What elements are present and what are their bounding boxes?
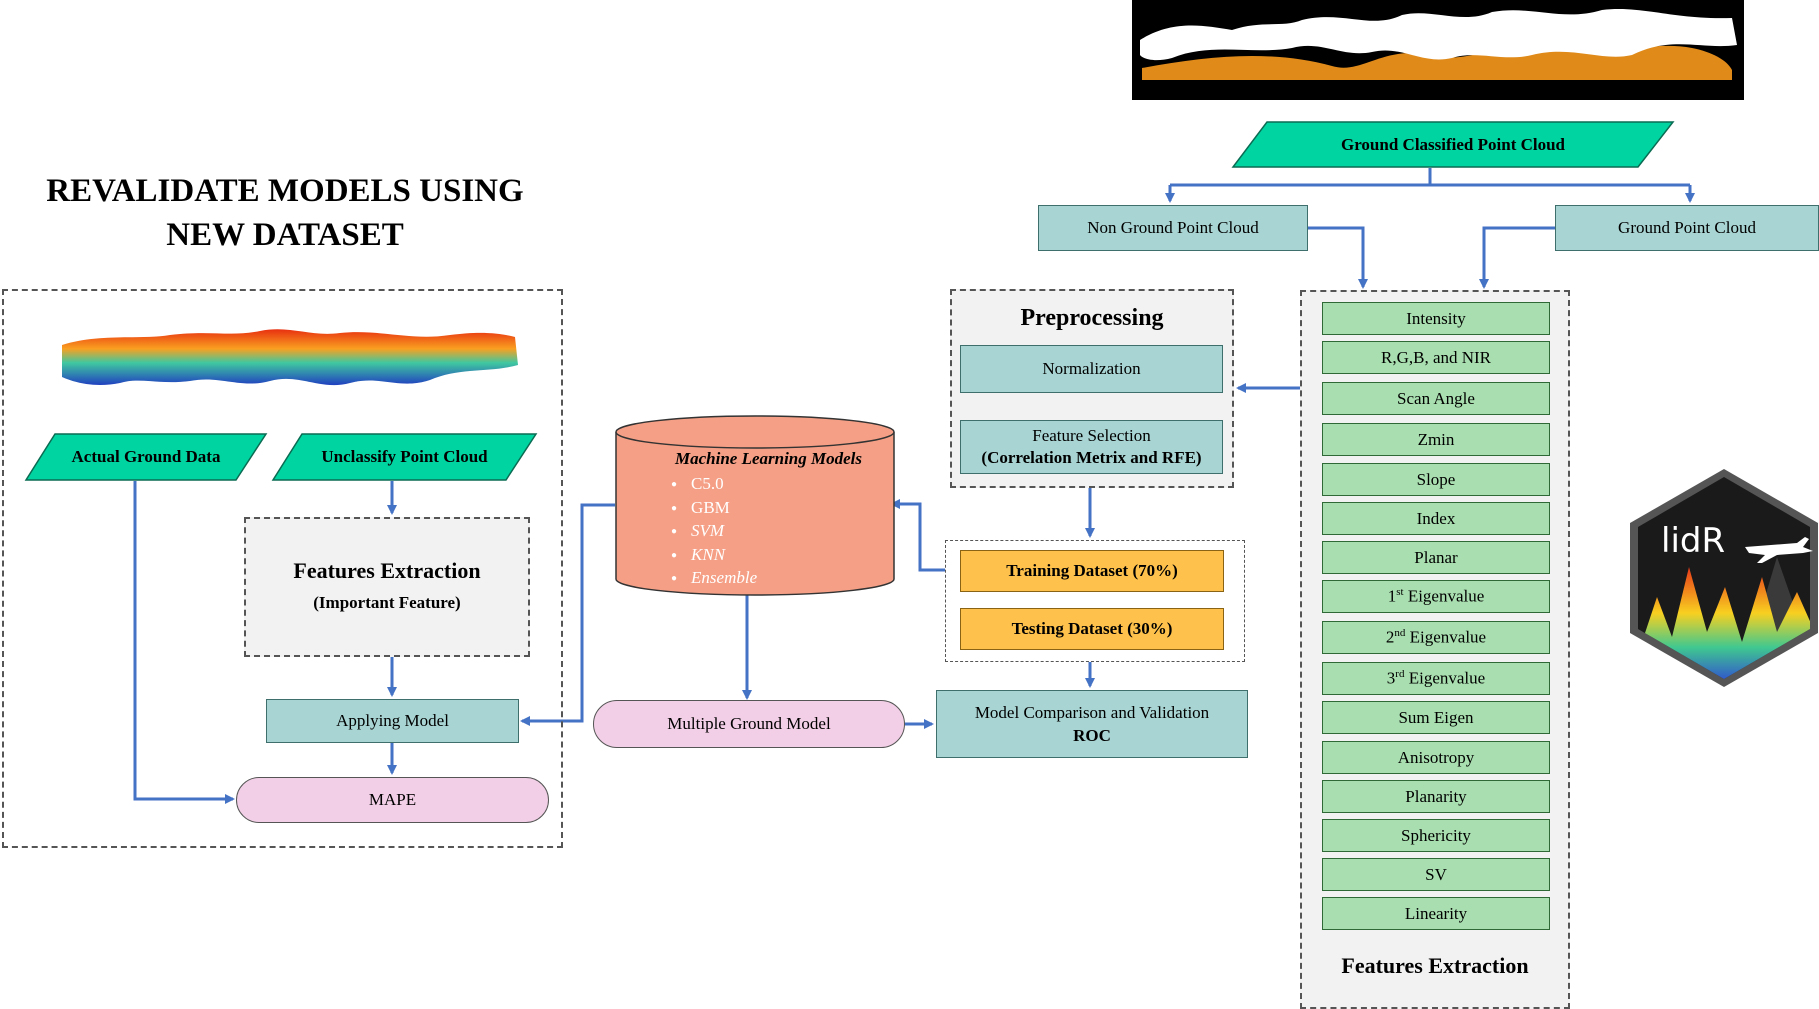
machine-learning-cylinder: Machine Learning Models C5.0GBMSVMKNNEns… — [615, 415, 895, 596]
mape-box: MAPE — [236, 777, 549, 823]
training-dataset-label: Training Dataset (70%) — [1006, 561, 1178, 580]
feature-item: R,G,B, and NIR — [1322, 341, 1550, 374]
ml-title: Machine Learning Models — [675, 449, 863, 468]
unclassify-point-cloud-parallelogram: Unclassify Point Cloud — [271, 433, 538, 481]
feature-selection-methods: (Correlation Metrix and RFE) — [981, 448, 1202, 467]
feature-item-label: Zmin — [1417, 429, 1455, 449]
mape-label: MAPE — [368, 790, 417, 809]
feature-item-label: Planarity — [1405, 786, 1467, 806]
feature-item: Index — [1322, 502, 1550, 535]
important-features-panel: Features Extraction (Important Feature) — [244, 517, 530, 657]
feature-selection-label: Feature Selection — [1032, 426, 1151, 445]
feature-item: Zmin — [1322, 423, 1550, 456]
feature-item-label: Sum Eigen — [1398, 707, 1474, 727]
feature-item: Anisotropy — [1322, 741, 1550, 774]
important-features-sub: (Important Feature) — [313, 593, 461, 612]
ml-model-item: Ensemble — [671, 567, 871, 591]
feature-item: 1st Eigenvalue — [1322, 580, 1550, 613]
ground-classified-point-cloud-image — [1132, 0, 1744, 100]
feature-item: Scan Angle — [1322, 382, 1550, 415]
revalidation-panel — [2, 289, 563, 848]
feature-item-label: 3rd Eigenvalue — [1386, 668, 1486, 688]
non-ground-label: Non Ground Point Cloud — [1087, 218, 1259, 237]
applying-model-box: Applying Model — [266, 699, 519, 743]
feature-item-label: Slope — [1416, 469, 1456, 489]
feature-item-label: 1st Eigenvalue — [1387, 586, 1485, 606]
feature-item: Planarity — [1322, 780, 1550, 813]
non-ground-point-cloud: Non Ground Point Cloud — [1038, 205, 1308, 251]
ml-model-item: GBM — [671, 497, 871, 521]
normalization-box: Normalization — [960, 345, 1223, 393]
feature-selection-box: Feature Selection (Correlation Metrix an… — [960, 420, 1223, 474]
testing-dataset-box: Testing Dataset (30%) — [960, 608, 1224, 650]
feature-item-label: 2nd Eigenvalue — [1385, 627, 1487, 647]
revalidate-title-line1: REVALIDATE MODELS USING — [46, 173, 524, 209]
feature-item: Linearity — [1322, 897, 1550, 930]
feature-item: 2nd Eigenvalue — [1322, 621, 1550, 654]
feature-item: Planar — [1322, 541, 1550, 574]
preprocessing-title: Preprocessing — [1020, 304, 1164, 331]
normalization-label: Normalization — [1042, 359, 1141, 378]
ml-model-list: C5.0GBMSVMKNNEnsemble — [671, 473, 871, 591]
feature-item: Intensity — [1322, 302, 1550, 335]
model-comparison-box: Model Comparison and Validation ROC — [936, 690, 1248, 758]
testing-dataset-label: Testing Dataset (30%) — [1011, 619, 1173, 638]
multiple-ground-model-label: Multiple Ground Model — [667, 714, 831, 733]
unclassify-point-cloud-label: Unclassify Point Cloud — [321, 447, 488, 466]
features-panel-title: Features Extraction — [1341, 953, 1529, 978]
ground-classified-parallelogram: Ground Classified Point Cloud — [1231, 121, 1675, 168]
ml-model-item: C5.0 — [671, 473, 871, 497]
training-dataset-box: Training Dataset (70%) — [960, 550, 1224, 592]
model-comparison-label: Model Comparison and Validation — [974, 703, 1210, 722]
feature-item-label: SV — [1425, 864, 1447, 884]
actual-ground-data-label: Actual Ground Data — [71, 447, 221, 466]
feature-item-label: Anisotropy — [1397, 747, 1475, 767]
roc-label: ROC — [1073, 726, 1111, 745]
important-features-title: Features Extraction — [293, 558, 481, 583]
multiple-ground-model: Multiple Ground Model — [593, 700, 905, 748]
ml-model-item: KNN — [671, 544, 871, 568]
feature-item-label: Index — [1416, 508, 1456, 528]
feature-item-label: R,G,B, and NIR — [1380, 347, 1492, 367]
feature-item: Sphericity — [1322, 819, 1550, 852]
lidr-logo-text: lidR — [1661, 521, 1726, 561]
lidr-logo: lidR — [1627, 467, 1819, 689]
feature-item: SV — [1322, 858, 1550, 891]
unclassified-point-cloud-image — [60, 325, 520, 400]
ground-label: Ground Point Cloud — [1618, 218, 1756, 237]
revalidate-title-line2: NEW DATASET — [166, 217, 404, 253]
feature-item-label: Sphericity — [1401, 825, 1471, 845]
feature-item-label: Scan Angle — [1397, 388, 1475, 408]
feature-item-label: Linearity — [1404, 903, 1468, 923]
applying-model-label: Applying Model — [336, 711, 449, 730]
ground-point-cloud: Ground Point Cloud — [1555, 205, 1819, 251]
feature-item: 3rd Eigenvalue — [1322, 662, 1550, 695]
feature-item-label: Planar — [1414, 547, 1458, 567]
feature-item: Sum Eigen — [1322, 701, 1550, 734]
actual-ground-data-parallelogram: Actual Ground Data — [24, 433, 268, 481]
ml-model-item: SVM — [671, 520, 871, 544]
feature-item: Slope — [1322, 463, 1550, 496]
ground-classified-label: Ground Classified Point Cloud — [1340, 134, 1566, 154]
revalidate-title: REVALIDATE MODELS USING NEW DATASET — [0, 168, 570, 258]
feature-item-label: Intensity — [1406, 308, 1466, 328]
